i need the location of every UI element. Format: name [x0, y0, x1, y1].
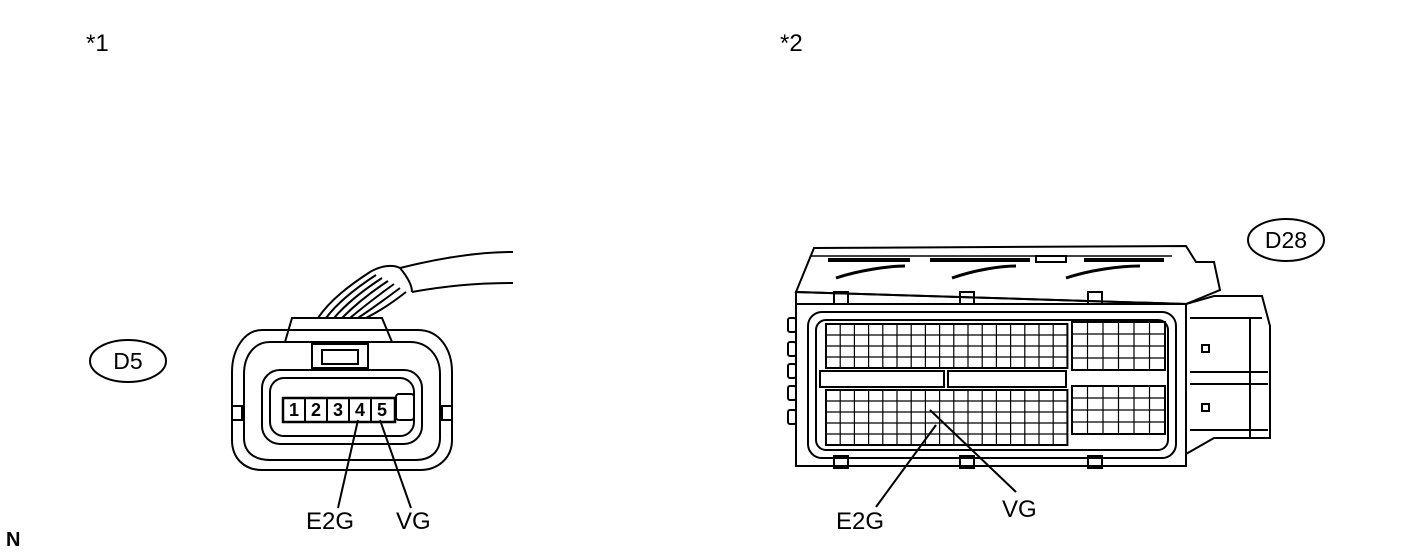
d5-code-label: D5	[113, 348, 143, 374]
d28-pin-grid	[825, 321, 1166, 446]
corner-mark: N	[6, 529, 21, 551]
d28-lower-left-grid	[825, 389, 1069, 446]
d5-code-oval	[89, 339, 167, 383]
d28-upper-left-grid	[825, 323, 1069, 369]
d5-pin-5: 5	[376, 400, 387, 420]
d5-vg-label: VG	[396, 508, 431, 535]
d5-pin-numbers: 1 2 3 4 5	[283, 398, 395, 422]
d28-code-label: D28	[1264, 227, 1308, 253]
d28-vg-label: VG	[1002, 496, 1037, 523]
d5-connector	[231, 251, 514, 509]
d5-pin-2: 2	[310, 400, 321, 420]
d5-pin-4: 4	[354, 400, 365, 420]
right-panel-marker: *2	[780, 30, 803, 57]
d28-upper-right-grid	[1071, 321, 1166, 371]
d5-e2g-label: E2G	[306, 508, 355, 535]
d28-code-oval	[1247, 218, 1325, 262]
d5-pin-1: 1	[288, 400, 299, 420]
d28-lower-right-grid	[1071, 385, 1166, 435]
d28-e2g-label: E2G	[836, 508, 885, 535]
left-panel-marker: *1	[86, 30, 109, 57]
d5-pin-3: 3	[332, 400, 343, 420]
d28-connector	[787, 244, 1271, 508]
